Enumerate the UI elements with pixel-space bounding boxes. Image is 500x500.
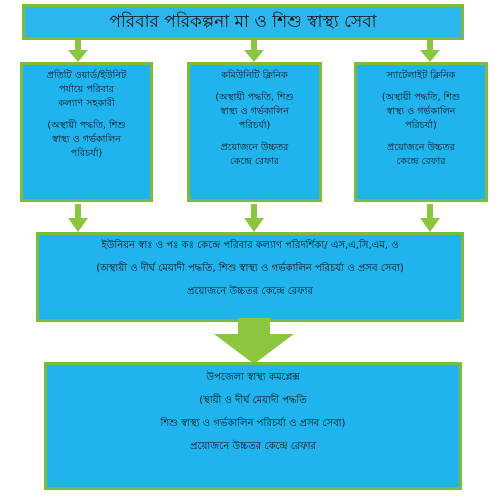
diagram-title: পরিবার পরিকল্পনা মা ও শিশু স্বাস্থ্য সেব… <box>109 12 377 32</box>
title-box: পরিবার পরিকল্পনা মা ও শিশু স্বাস্থ্য সেব… <box>22 4 464 40</box>
upazila-services-1: (স্থায়ী ও দীর্ঘ মেয়াদী পদ্ধতি <box>199 395 307 406</box>
union-center-box: ইউনিয়ন স্বাঃ ও পঃ কঃ কেন্দ্রে পরিবার কল… <box>36 232 464 322</box>
arrow-community-to-union <box>244 204 264 232</box>
community-services-1: (অস্থায়ী পদ্ধতি, শিশু <box>215 92 294 103</box>
satellite-services-1: (অস্থায়ী পদ্ধতি, শিশু <box>381 92 461 103</box>
arrow-satellite-to-union <box>420 204 440 232</box>
ward-line-3: কল্যাণ সহকারী <box>58 98 115 109</box>
community-referral-1: প্রয়োজনে উচ্চতর <box>220 142 289 153</box>
union-services: (অস্থায়ী ও দীর্ঘ মেয়াদী পদ্ধতি, শিশু স… <box>96 263 404 274</box>
upazila-referral: প্রয়োজনে উচ্চতর কেন্দ্রে রেফার <box>190 441 316 452</box>
ward-line-2: পর্যায়ে পরিবার <box>59 84 114 95</box>
community-clinic-box: কমিউনিটি ক্লিনিক (অস্থায়ী পদ্ধতি, শিশু … <box>187 62 322 202</box>
satellite-services-3: পরিচর্যা) <box>405 120 437 131</box>
union-referral: প্রয়োজনে উচ্চতর কেন্দ্রে রেফার <box>187 286 313 297</box>
ward-services-1: (অস্থায়ী পদ্ধতি, শিশু <box>47 120 126 131</box>
community-services-3: পরিচর্যা) <box>238 120 271 131</box>
union-heading: ইউনিয়ন স্বাঃ ও পঃ কঃ কেন্দ্রে পরিবার কল… <box>101 240 399 251</box>
satellite-clinic-box: স্যাটেলাইট ক্লিনিক (অস্থায়ী পদ্ধতি, শিশ… <box>354 62 488 202</box>
community-referral-2: কেন্দ্রে রেফার <box>229 156 280 167</box>
satellite-referral-2: কেন্দ্রে রেফার <box>396 156 446 167</box>
arrow-title-to-ward <box>68 40 88 62</box>
arrow-union-to-upazila <box>214 318 294 364</box>
upazila-services-2: শিশু স্বাস্থ্য ও গর্ভকালিন পরিচর্যা ও প্… <box>160 418 346 429</box>
upazila-heading: উপজেলা স্বাস্থ্য কমপ্লেক্স <box>206 372 300 383</box>
satellite-heading: স্যাটেলাইট ক্লিনিক <box>386 70 456 81</box>
arrow-ward-to-union <box>68 204 88 232</box>
arrow-title-to-satellite <box>420 40 440 62</box>
community-services-2: স্বাস্থ্য ও গর্ভকালিন <box>220 106 289 117</box>
arrow-title-to-community <box>244 40 264 62</box>
satellite-services-2: স্বাস্থ্য ও গর্ভকালিন <box>386 106 456 117</box>
ward-services-2: স্বাস্থ্য ও গর্ভকালিন <box>52 134 121 145</box>
satellite-referral-1: প্রয়োজনে উচ্চতর <box>387 142 455 153</box>
ward-line-1: প্রতিটি ওয়ার্ড/ইউনিট <box>46 70 127 81</box>
ward-services-3: পরিচর্যা) <box>70 148 103 159</box>
ward-level-box: প্রতিটি ওয়ার্ড/ইউনিট পর্যায়ে পরিবার কল… <box>20 62 153 202</box>
upazila-complex-box: উপজেলা স্বাস্থ্য কমপ্লেক্স (স্থায়ী ও দী… <box>44 362 462 490</box>
community-heading: কমিউনিটি ক্লিনিক <box>221 70 288 81</box>
